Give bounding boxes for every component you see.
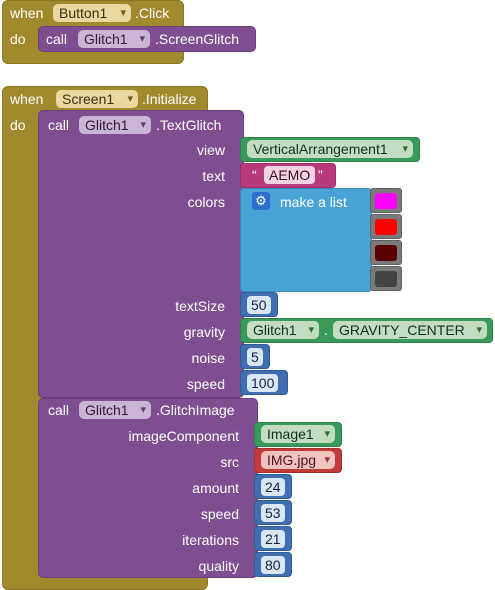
make-list-label: make a list [280,194,347,210]
param-label-amount: amount [192,480,239,496]
text-value-field[interactable]: AEMO [264,166,316,184]
gravity-component-dropdown[interactable]: Glitch1 [247,321,319,339]
param-label-iterations: iterations [182,532,239,548]
number-field[interactable]: 21 [261,530,285,548]
param-label-gravity: gravity [183,324,225,340]
gravity-dot: . [324,322,328,338]
event-component-dropdown[interactable]: Button1 [53,4,131,22]
color-block-red[interactable] [370,214,402,239]
textsize-number-block[interactable]: 50 [240,292,278,317]
call-keyword: call [46,31,68,47]
amount-number-block[interactable]: 24 [254,474,292,499]
when-keyword: when [10,91,44,107]
color-swatch[interactable] [375,193,397,209]
color-block-dark-gray[interactable] [370,266,402,291]
view-component-dropdown[interactable]: VerticalArrangement1 [247,140,413,158]
event-name: .Initialize [142,91,197,107]
gravity-value-dropdown[interactable]: GRAVITY_CENTER [333,321,487,339]
param-label-text: text [202,168,225,184]
speed-number-block[interactable]: 100 [240,370,288,395]
iterations-number-block[interactable]: 21 [254,526,292,551]
method-name: .TextGlitch [156,117,222,133]
event-name: .Click [135,5,170,21]
param-label-colors: colors [187,194,225,210]
method-name: .ScreenGlitch [155,31,240,47]
text-glitch-call-block[interactable] [38,110,244,398]
gear-icon[interactable]: ⚙ [252,192,270,210]
call-keyword: call [48,117,70,133]
number-field[interactable]: 50 [247,296,271,314]
number-field[interactable]: 5 [247,348,263,366]
text-open-quote: “ [252,167,257,183]
param-label-src: src [220,454,239,470]
call-component-dropdown[interactable]: Glitch1 [78,30,150,48]
color-swatch[interactable] [375,271,397,287]
when-keyword: when [10,5,44,21]
number-field[interactable]: 100 [247,374,279,392]
param-label-speed: speed [200,506,239,522]
call-keyword: call [48,402,70,418]
glitch-image-call-block[interactable] [38,398,258,578]
param-label-speed: speed [186,376,225,392]
speed-number-block[interactable]: 53 [254,500,292,525]
color-swatch[interactable] [375,219,397,235]
color-block-magenta[interactable] [370,188,402,213]
quality-number-block[interactable]: 80 [254,552,292,577]
call-component-dropdown[interactable]: Glitch1 [79,401,151,419]
param-label-view: view [196,142,225,158]
event-component-dropdown[interactable]: Screen1 [56,90,138,108]
noise-number-block[interactable]: 5 [240,344,270,369]
image-component-dropdown[interactable]: Image1 [261,425,335,443]
param-label-image-component: imageComponent [128,428,239,444]
number-field[interactable]: 80 [261,556,285,574]
color-swatch[interactable] [375,245,397,261]
param-label-textsize: textSize [175,298,225,314]
method-name: .GlitchImage [156,402,235,418]
number-field[interactable]: 53 [261,504,285,522]
param-label-noise: noise [191,350,225,366]
do-keyword: do [10,117,26,133]
text-close-quote: ” [318,167,323,183]
call-component-dropdown[interactable]: Glitch1 [79,116,151,134]
param-label-quality: quality [198,558,239,574]
number-field[interactable]: 24 [261,478,285,496]
src-asset-dropdown[interactable]: IMG.jpg [261,451,335,469]
do-keyword: do [10,31,26,47]
color-block-dark-red[interactable] [370,240,402,265]
